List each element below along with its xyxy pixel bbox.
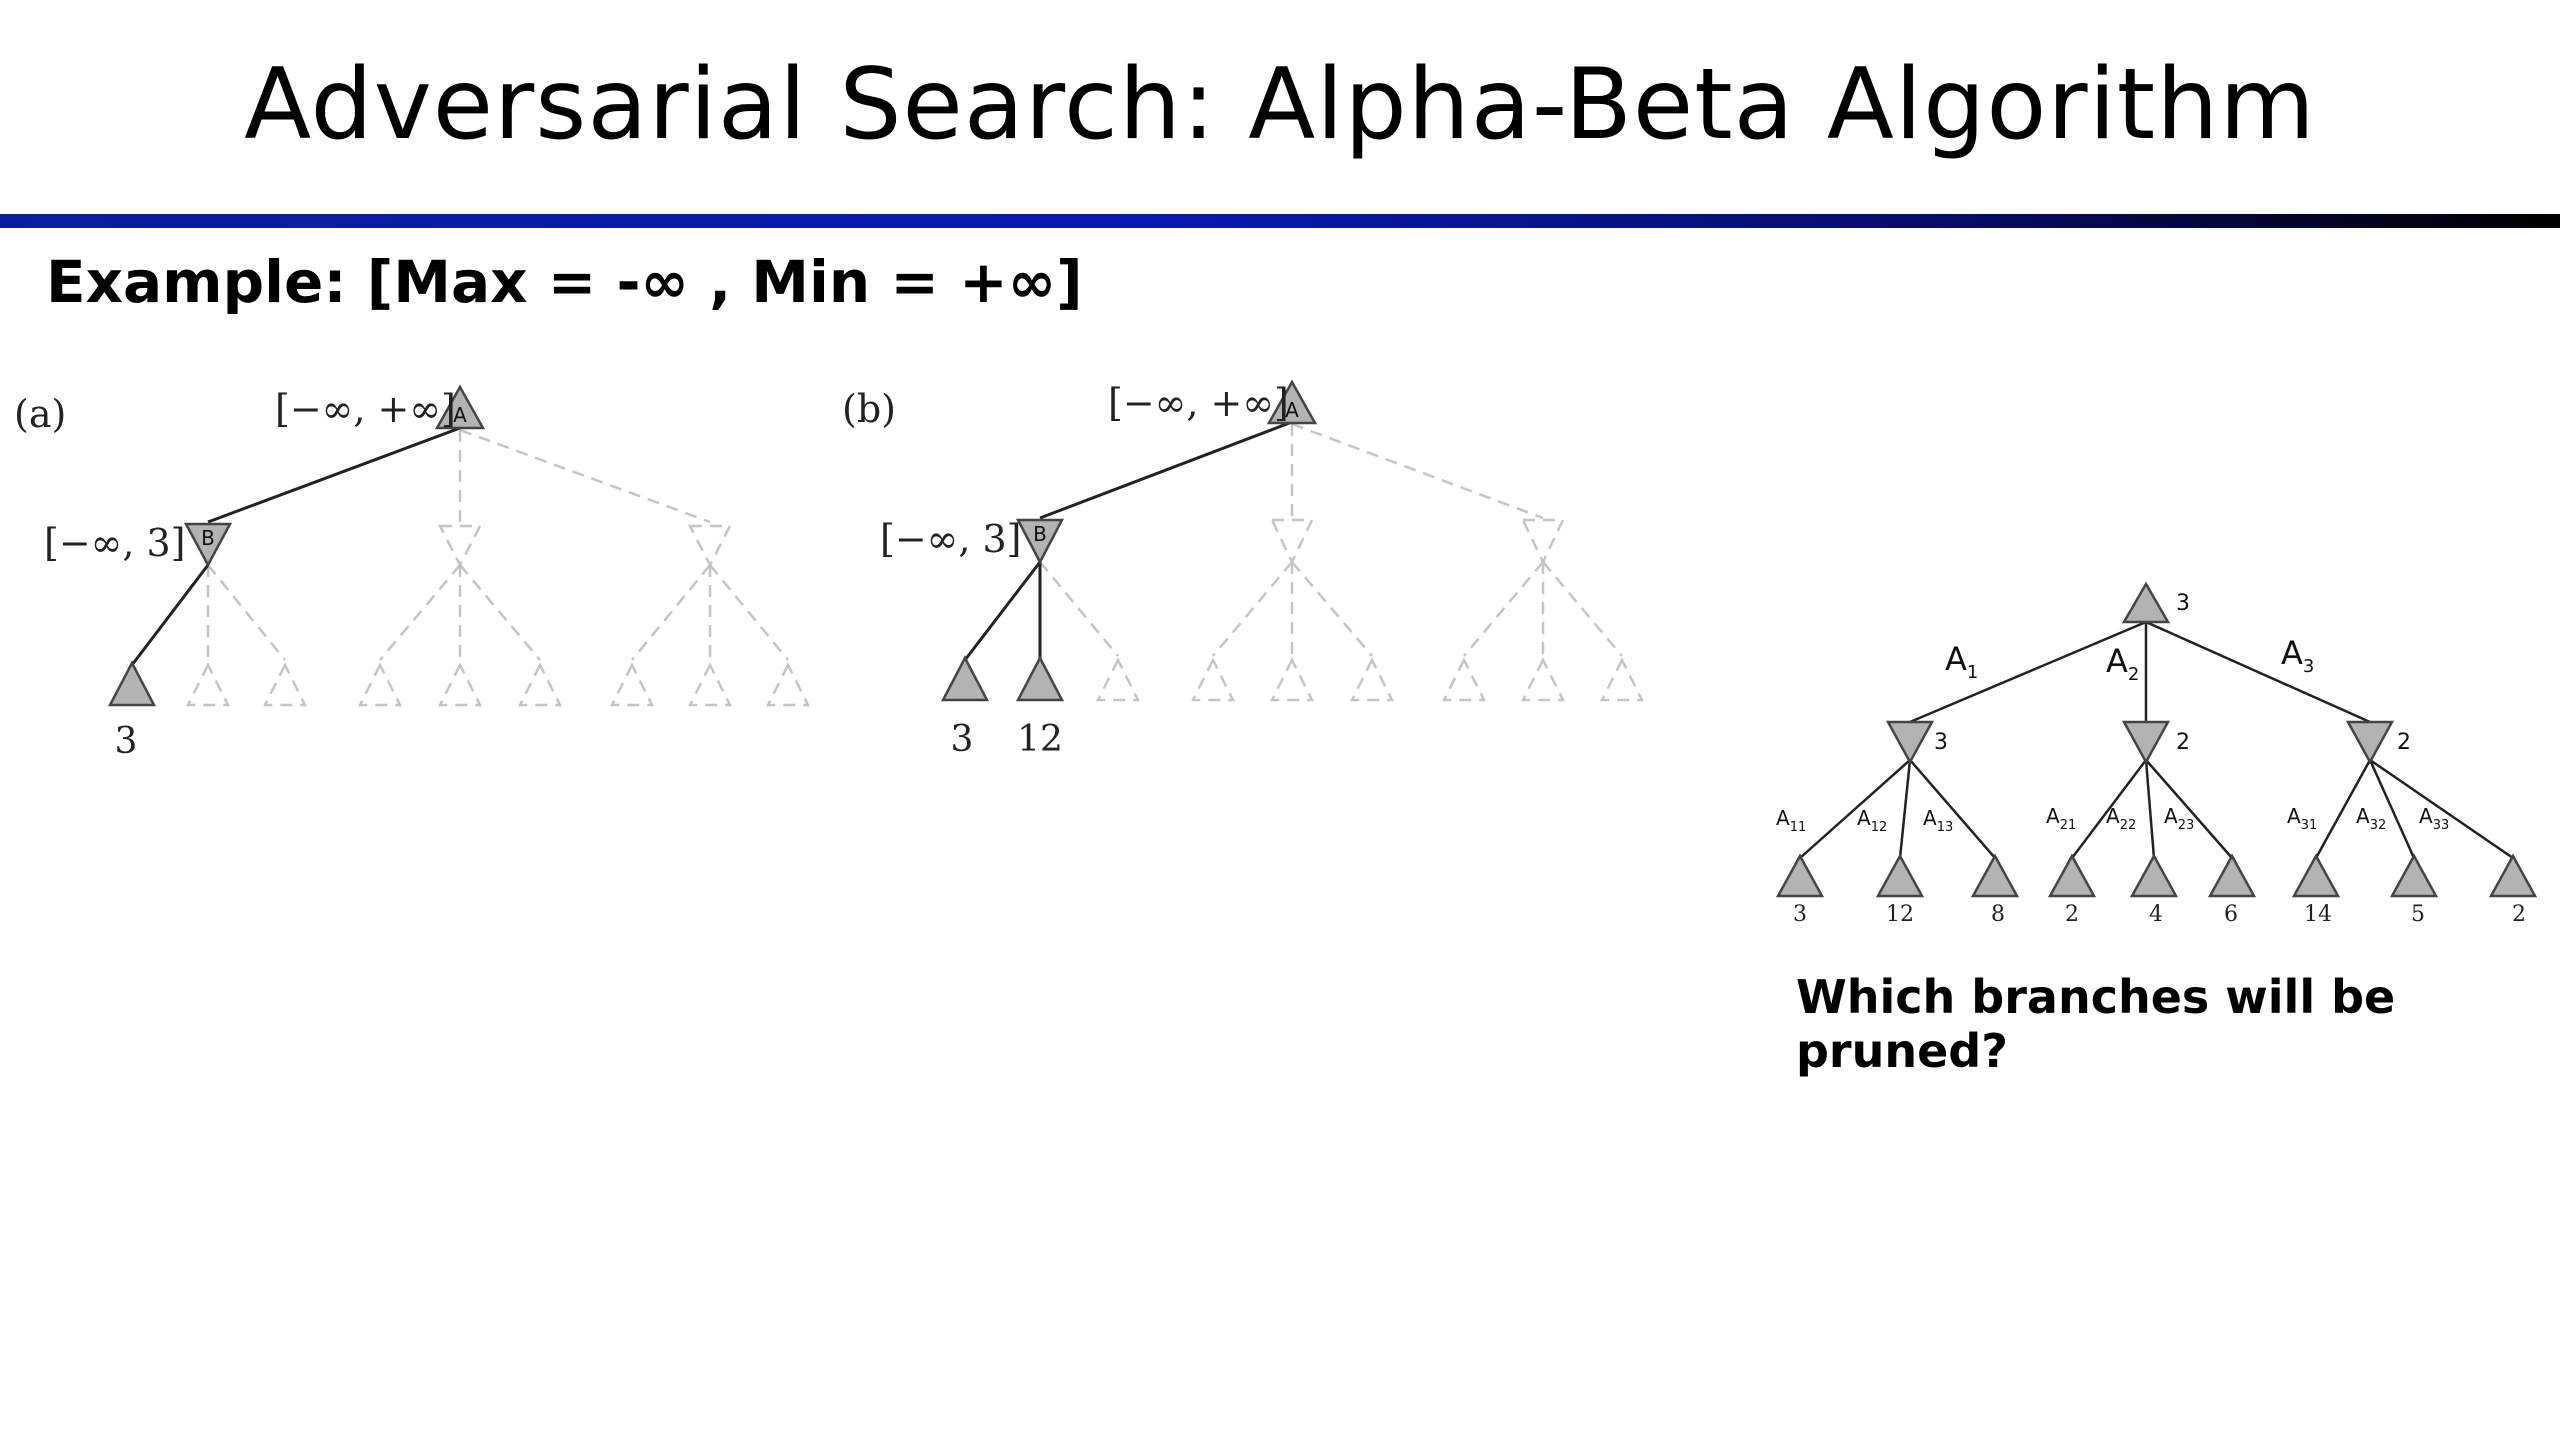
full-leaf-4 [2047, 853, 2097, 898]
min-node-b: B [1015, 518, 1065, 565]
branch-label-a32: A32 [2356, 804, 2386, 833]
full-leaf-1 [1775, 853, 1825, 898]
root-bounds-b: [−∞, +∞] [1108, 381, 1289, 425]
full-min-value-3: 2 [2397, 730, 2411, 755]
root-bounds-a: [−∞, +∞] [275, 387, 456, 431]
branch-label-a31: A31 [2287, 804, 2317, 833]
full-leaf-value-7: 14 [2304, 902, 2332, 927]
branch-label-a13: A13 [1923, 806, 1953, 835]
full-min-node-1 [1885, 720, 1935, 765]
leaf-branch-labels: A11 A12 A13 A21 A22 A23 A31 A32 A33 [1776, 804, 2449, 835]
branch-label-a11: A11 [1776, 806, 1806, 835]
full-game-tree: 3 A1 A2 A3 3 2 2 A11 A12 A13 A21 A22 A23… [1775, 581, 2538, 927]
full-leaf-8 [2389, 853, 2439, 898]
leaf-value-b-2: 12 [1017, 719, 1063, 760]
full-leaf-nodes [1775, 853, 2538, 898]
min-node-a: B [183, 522, 233, 568]
pruned-branches-a [185, 428, 811, 707]
leaf-value-a-1: 3 [115, 721, 138, 762]
min-bounds-b: [−∞, 3] [880, 517, 1021, 561]
full-leaf-value-3: 8 [1991, 902, 2005, 927]
panel-label-a: (a) [14, 392, 66, 436]
full-leaf-value-8: 5 [2411, 902, 2425, 927]
explored-edges-a [130, 426, 461, 666]
full-tree-edges [1799, 620, 2514, 860]
full-leaf-9 [2488, 853, 2538, 898]
pruned-branches-b [1039, 422, 1645, 702]
full-min-node-2 [2121, 720, 2171, 765]
full-leaf-6 [2207, 853, 2257, 898]
example-label: Example: [Max = -∞ , Min = +∞] [46, 248, 1083, 316]
full-min-node-3 [2345, 720, 2395, 765]
branch-label-a22: A22 [2106, 804, 2136, 833]
branch-label-a1: A1 [1945, 640, 1978, 683]
full-min-value-1: 3 [1934, 730, 1948, 755]
node-label-b-min: B [1033, 522, 1047, 546]
explored-edges-b [963, 420, 1293, 661]
leaf-node-b-1 [940, 655, 990, 702]
branch-label-a23: A23 [2164, 804, 2194, 833]
max-node-a: A [434, 384, 486, 430]
branch-label-a21: A21 [2046, 804, 2076, 833]
max-node-b: A [1266, 379, 1318, 425]
leaf-node-a-1 [107, 660, 157, 707]
branch-label-a3: A3 [2281, 634, 2314, 677]
diagram-b: (b) [842, 379, 1645, 760]
full-leaf-value-9: 2 [2512, 902, 2526, 927]
branch-label-a2: A2 [2106, 642, 2139, 685]
full-leaf-value-5: 4 [2149, 902, 2163, 927]
full-leaf-2 [1875, 853, 1925, 898]
leaf-node-b-2 [1015, 655, 1065, 702]
full-leaf-5 [2129, 853, 2179, 898]
slide-title: Adversarial Search: Alpha-Beta Algorithm [244, 48, 2316, 162]
full-leaf-values: 3 12 8 2 4 6 14 5 2 [1793, 902, 2526, 927]
full-leaf-value-2: 12 [1886, 902, 1914, 927]
full-leaf-3 [1970, 853, 2020, 898]
full-leaf-value-4: 2 [2065, 902, 2079, 927]
node-label-b-root: A [1285, 398, 1299, 422]
full-leaf-value-6: 6 [2224, 902, 2238, 927]
diagram-a: (a) [14, 384, 811, 762]
branch-label-a12: A12 [1857, 806, 1887, 835]
full-leaf-value-1: 3 [1793, 902, 1807, 927]
leaf-value-b-1: 3 [951, 719, 974, 760]
pruning-question: Which branches will be pruned? [1796, 970, 2396, 1078]
node-label-a-root: A [453, 403, 467, 427]
min-bounds-a: [−∞, 3] [44, 521, 185, 565]
full-root-node [2121, 581, 2171, 624]
title-divider [0, 214, 2560, 228]
node-label-a-min: B [201, 526, 215, 550]
full-root-value: 3 [2176, 591, 2190, 616]
full-leaf-7 [2291, 853, 2341, 898]
panel-label-b: (b) [842, 387, 896, 431]
full-min-value-2: 2 [2176, 730, 2190, 755]
branch-label-a33: A33 [2419, 804, 2449, 833]
